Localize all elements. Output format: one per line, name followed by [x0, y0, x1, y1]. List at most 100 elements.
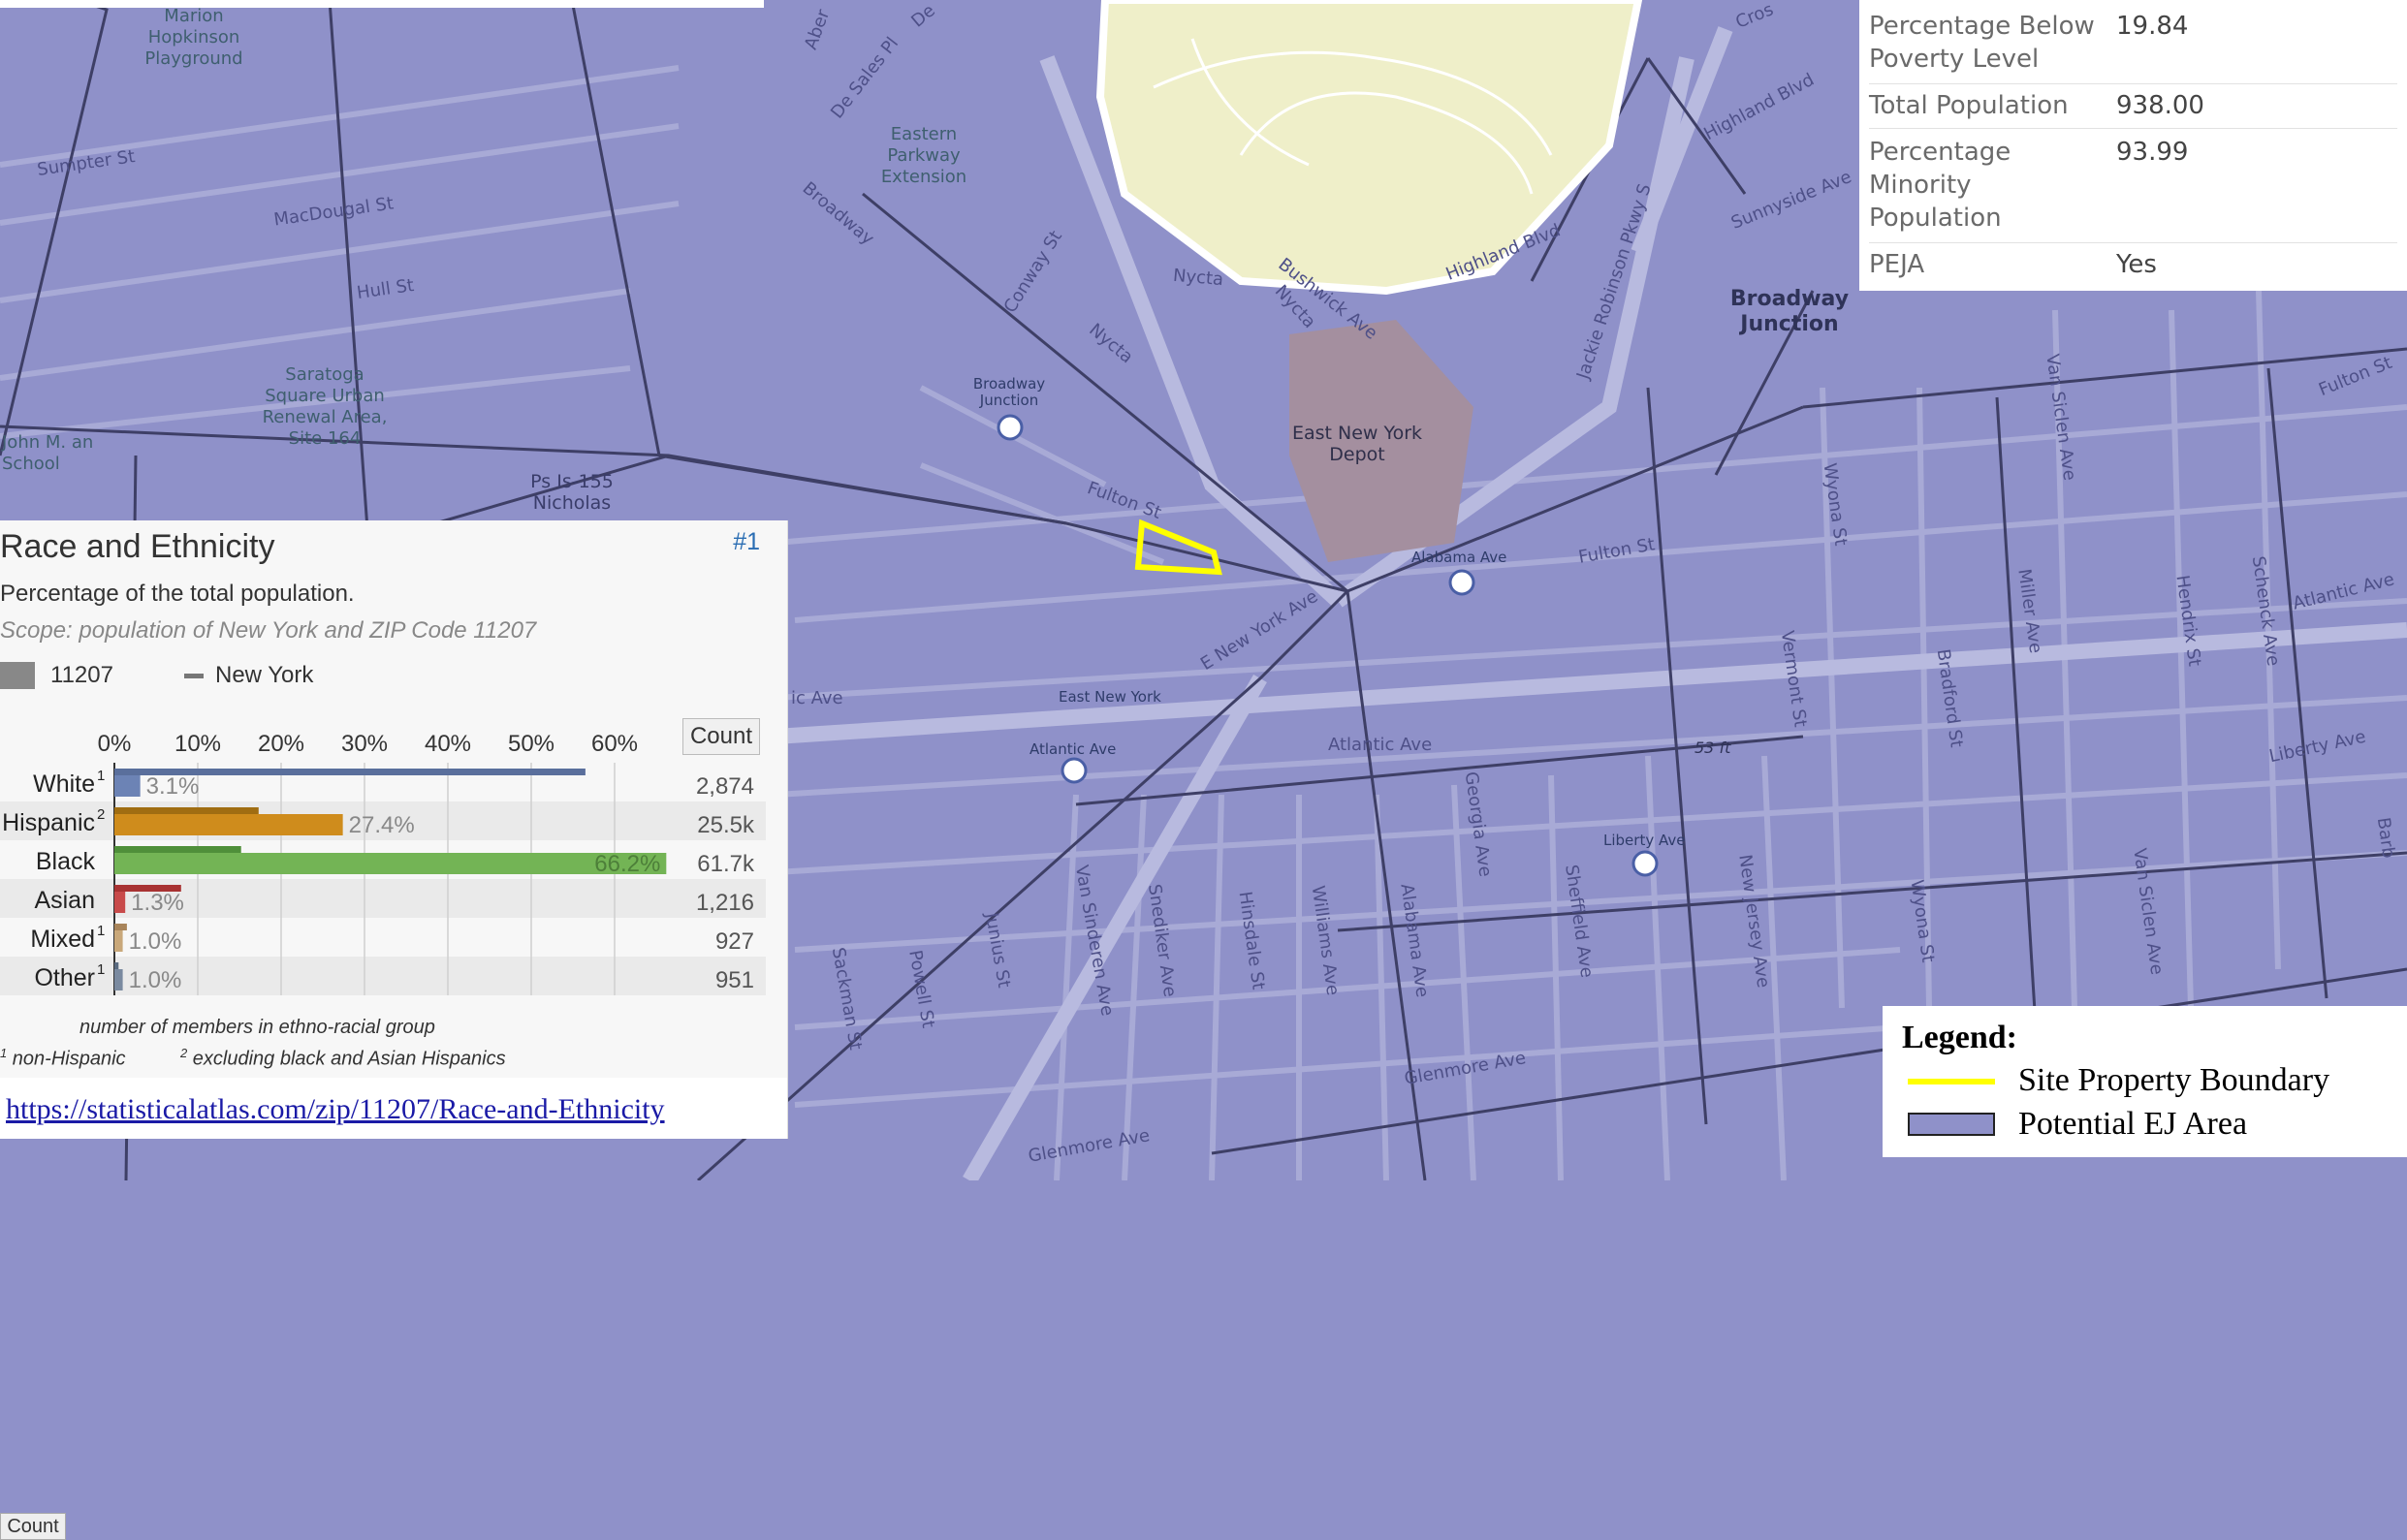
major-roads	[775, 26, 2407, 1180]
zip-value-label: 3.1%	[146, 773, 200, 800]
park-area	[1095, 0, 1643, 296]
count-value: 61.7k	[697, 851, 755, 877]
count-value: 951	[715, 967, 754, 993]
divider	[1869, 83, 2397, 84]
panel-subtitle: Percentage of the total population.	[0, 581, 355, 607]
footnote-count-text: number of members in ethno-racial group	[79, 1017, 435, 1038]
street-grid	[0, 65, 2407, 1180]
info-key: Percentage Below Poverty Level	[1869, 12, 2095, 74]
info-value: 938.00	[2116, 91, 2204, 120]
row-background	[0, 957, 766, 995]
category-superscript: 2	[97, 806, 105, 823]
info-key: PEJA	[1869, 250, 1925, 279]
map-legend: Legend: Site Property Boundary Potential…	[1883, 1006, 2407, 1157]
footnote-sup-1: 1	[0, 1046, 8, 1060]
x-tick-label: 10%	[174, 731, 221, 757]
divider	[1869, 242, 2397, 243]
park-paths	[1153, 38, 1553, 195]
atlantic-ave-station-marker	[1061, 757, 1088, 784]
x-tick-label: 30%	[341, 731, 388, 757]
legend-ej-label: Potential EJ Area	[2018, 1106, 2248, 1142]
legend-site-label: Site Property Boundary	[2018, 1062, 2330, 1098]
label-atlantic-ave: Atlantic Ave	[1328, 735, 1433, 755]
new-york-bar	[114, 924, 127, 930]
count-column-header: Count	[682, 718, 760, 755]
zip-value-label: 66.2%	[594, 851, 660, 877]
footnote-1-text: non-Hispanic	[12, 1048, 126, 1070]
top-left-overlay-strip	[0, 0, 764, 8]
zip-bar	[114, 853, 667, 874]
legend-ny-line	[184, 674, 204, 678]
legend-zip-swatch	[0, 662, 35, 689]
label-ps-is-155: Ps Is-155 Nicholas	[530, 471, 614, 514]
zip-bar	[114, 814, 343, 835]
label-liberty-ave-station: Liberty Ave	[1603, 832, 1686, 849]
category-label: Black	[36, 848, 96, 875]
legend-title: Legend:	[1902, 1020, 2017, 1055]
source-link[interactable]: https://statisticalatlas.com/zip/11207/R…	[6, 1093, 665, 1125]
broadway-junction-station-marker	[997, 414, 1024, 441]
category-label: Mixed	[30, 926, 95, 953]
new-york-bar	[114, 885, 181, 892]
category-superscript: 1	[97, 768, 105, 784]
label-east-new-york-depot: East New York Depot	[1291, 423, 1423, 465]
x-tick-label: 40%	[425, 731, 471, 757]
info-key: Total Population	[1869, 91, 2069, 120]
category-label: White	[33, 770, 95, 798]
category-label: Other	[34, 964, 95, 991]
legend-site-swatch	[1908, 1079, 1995, 1084]
new-york-bar	[114, 769, 586, 775]
divider	[1869, 128, 2397, 129]
count-value: 2,874	[696, 773, 754, 800]
zip-bar	[114, 775, 141, 797]
liberty-ave-station-marker	[1631, 850, 1659, 877]
info-card: Percentage Below Poverty Level 19.84 Tot…	[1859, 0, 2407, 291]
label-east-new-york-station: East New York	[1059, 688, 1161, 706]
label-john-m-school: John M. an School	[2, 432, 94, 474]
label-atlantic-ave-station: Atlantic Ave	[1029, 740, 1117, 758]
new-york-bar	[114, 807, 259, 814]
info-value: 93.99	[2116, 138, 2189, 167]
zip-bar	[114, 969, 123, 990]
label-saratoga: Saratoga Square Urban Renewal Area, Site…	[262, 364, 388, 449]
label-nycta-1: Nycta	[1172, 265, 1224, 291]
x-tick-label: 50%	[508, 731, 554, 757]
info-row-minority: Percentage Minority Population 93.99	[1869, 136, 2392, 236]
footnote-2-text: excluding black and Asian Hispanics	[192, 1048, 506, 1070]
footnote-non-hispanic: 1 non-Hispanic	[0, 1046, 126, 1071]
label-elevation: 53 ft	[1694, 739, 1731, 757]
legend-ny-label: New York	[215, 662, 314, 688]
source-link-box: https://statisticalatlas.com/zip/11207/R…	[0, 1078, 787, 1139]
x-tick-label: 0%	[98, 731, 132, 757]
rank-link[interactable]: #1	[733, 528, 760, 555]
count-value: 1,216	[696, 890, 754, 916]
info-key: Percentage Minority Population	[1869, 138, 2011, 233]
count-value: 25.5k	[697, 812, 755, 838]
zip-value-label: 1.3%	[131, 890, 184, 916]
new-york-bar	[114, 846, 241, 853]
label-alabama-ave-station: Alabama Ave	[1411, 549, 1507, 566]
legend-zip-label: 11207	[50, 662, 113, 688]
site-property-boundary[interactable]	[1134, 519, 1222, 576]
footnote-sup-2: 2	[180, 1046, 188, 1060]
zip-value-label: 1.0%	[129, 928, 182, 955]
x-tick-label: 20%	[258, 731, 304, 757]
category-label: Hispanic	[2, 809, 95, 836]
zip-bar	[114, 892, 126, 913]
info-row-peja: PEJA Yes	[1869, 248, 2392, 281]
info-row-population: Total Population 938.00	[1869, 89, 2392, 122]
alabama-ave-station-marker	[1448, 569, 1475, 596]
x-tick-label: 60%	[591, 731, 638, 757]
race-ethnicity-panel: Race and Ethnicity #1 Percentage of the …	[0, 520, 788, 1540]
category-superscript: 1	[97, 923, 105, 939]
footnote-count-box: Count	[0, 1513, 66, 1540]
info-value: Yes	[2116, 250, 2157, 279]
zip-value-label: 1.0%	[129, 967, 182, 993]
panel-scope: Scope: population of New York and ZIP Co…	[0, 617, 537, 644]
transit-markers	[997, 414, 1659, 877]
label-broadway-junction: Broadway Junction	[1729, 287, 1850, 336]
info-row-poverty: Percentage Below Poverty Level 19.84	[1869, 10, 2392, 78]
label-atlantic-ave-left: ic Ave	[791, 688, 843, 708]
count-value: 927	[715, 928, 754, 955]
